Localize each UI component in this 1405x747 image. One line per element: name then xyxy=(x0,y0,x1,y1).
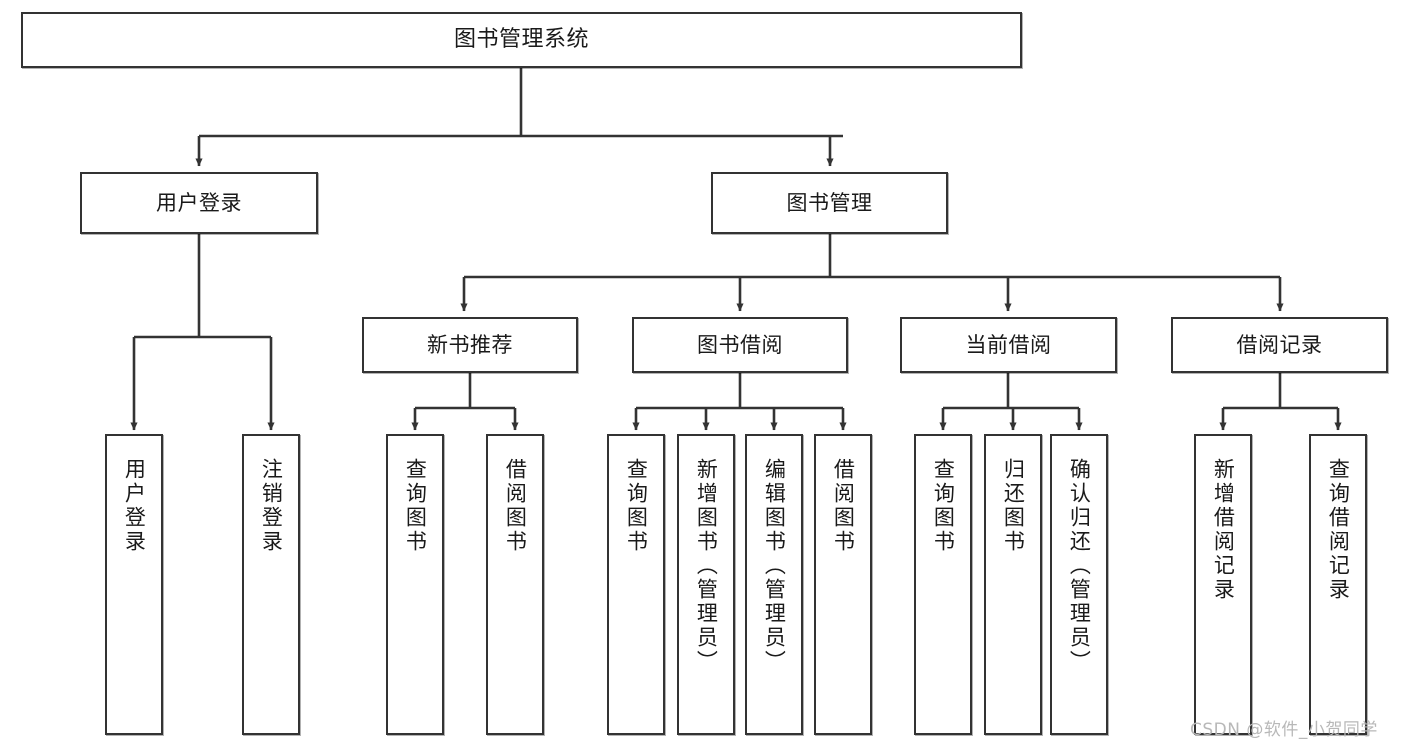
node-book-borrow[interactable]: 图书借阅 xyxy=(632,317,848,373)
node-label: 借阅图书 xyxy=(831,458,856,554)
node-new-book-recommend[interactable]: 新书推荐 xyxy=(362,317,578,373)
leaf-confirm-return-admin[interactable]: 确认归还（管理员） xyxy=(1050,434,1108,735)
leaf-query-book-recommend[interactable]: 查询图书 xyxy=(386,434,444,735)
node-label: 用户登录 xyxy=(122,458,147,554)
node-label: 查询图书 xyxy=(931,458,956,554)
node-label: 查询图书 xyxy=(403,458,428,554)
leaf-add-borrow-record[interactable]: 新增借阅记录 xyxy=(1194,434,1252,735)
node-label: 查询借阅记录 xyxy=(1326,458,1351,602)
watermark-credit: CSDN @软件_小贺同学 xyxy=(1190,720,1378,740)
leaf-borrow-book[interactable]: 借阅图书 xyxy=(814,434,872,735)
node-label: 归还图书 xyxy=(1001,458,1026,554)
node-label: 注销登录 xyxy=(259,458,284,554)
leaf-borrow-book-recommend[interactable]: 借阅图书 xyxy=(486,434,544,735)
leaf-query-book-borrow[interactable]: 查询图书 xyxy=(607,434,665,735)
node-label: 确认归还（管理员） xyxy=(1067,458,1092,674)
node-label: 借阅图书 xyxy=(503,458,528,554)
node-label: 查询图书 xyxy=(624,458,649,554)
node-root-system[interactable]: 图书管理系统 xyxy=(21,12,1022,68)
leaf-query-book-current[interactable]: 查询图书 xyxy=(914,434,972,735)
leaf-query-borrow-record[interactable]: 查询借阅记录 xyxy=(1309,434,1367,735)
node-user-login[interactable]: 用户登录 xyxy=(80,172,318,234)
node-label: 新增借阅记录 xyxy=(1211,458,1236,602)
node-borrow-record[interactable]: 借阅记录 xyxy=(1171,317,1388,373)
node-label: 用户登录 xyxy=(156,190,242,215)
leaf-logout-login[interactable]: 注销登录 xyxy=(242,434,300,735)
node-label: 图书管理系统 xyxy=(453,27,589,53)
leaf-add-book-admin[interactable]: 新增图书（管理员） xyxy=(677,434,735,735)
node-label: 编辑图书（管理员） xyxy=(762,458,787,674)
node-current-borrow[interactable]: 当前借阅 xyxy=(900,317,1117,373)
node-book-management[interactable]: 图书管理 xyxy=(711,172,948,234)
leaf-return-book[interactable]: 归还图书 xyxy=(984,434,1042,735)
node-label: 新书推荐 xyxy=(427,332,513,357)
leaf-edit-book-admin[interactable]: 编辑图书（管理员） xyxy=(745,434,803,735)
node-label: 图书借阅 xyxy=(697,332,783,357)
leaf-user-login[interactable]: 用户登录 xyxy=(105,434,163,735)
node-label: 图书管理 xyxy=(786,190,873,215)
node-label: 新增图书（管理员） xyxy=(694,458,719,674)
node-label: 借阅记录 xyxy=(1236,332,1323,357)
node-label: 当前借阅 xyxy=(965,332,1052,357)
